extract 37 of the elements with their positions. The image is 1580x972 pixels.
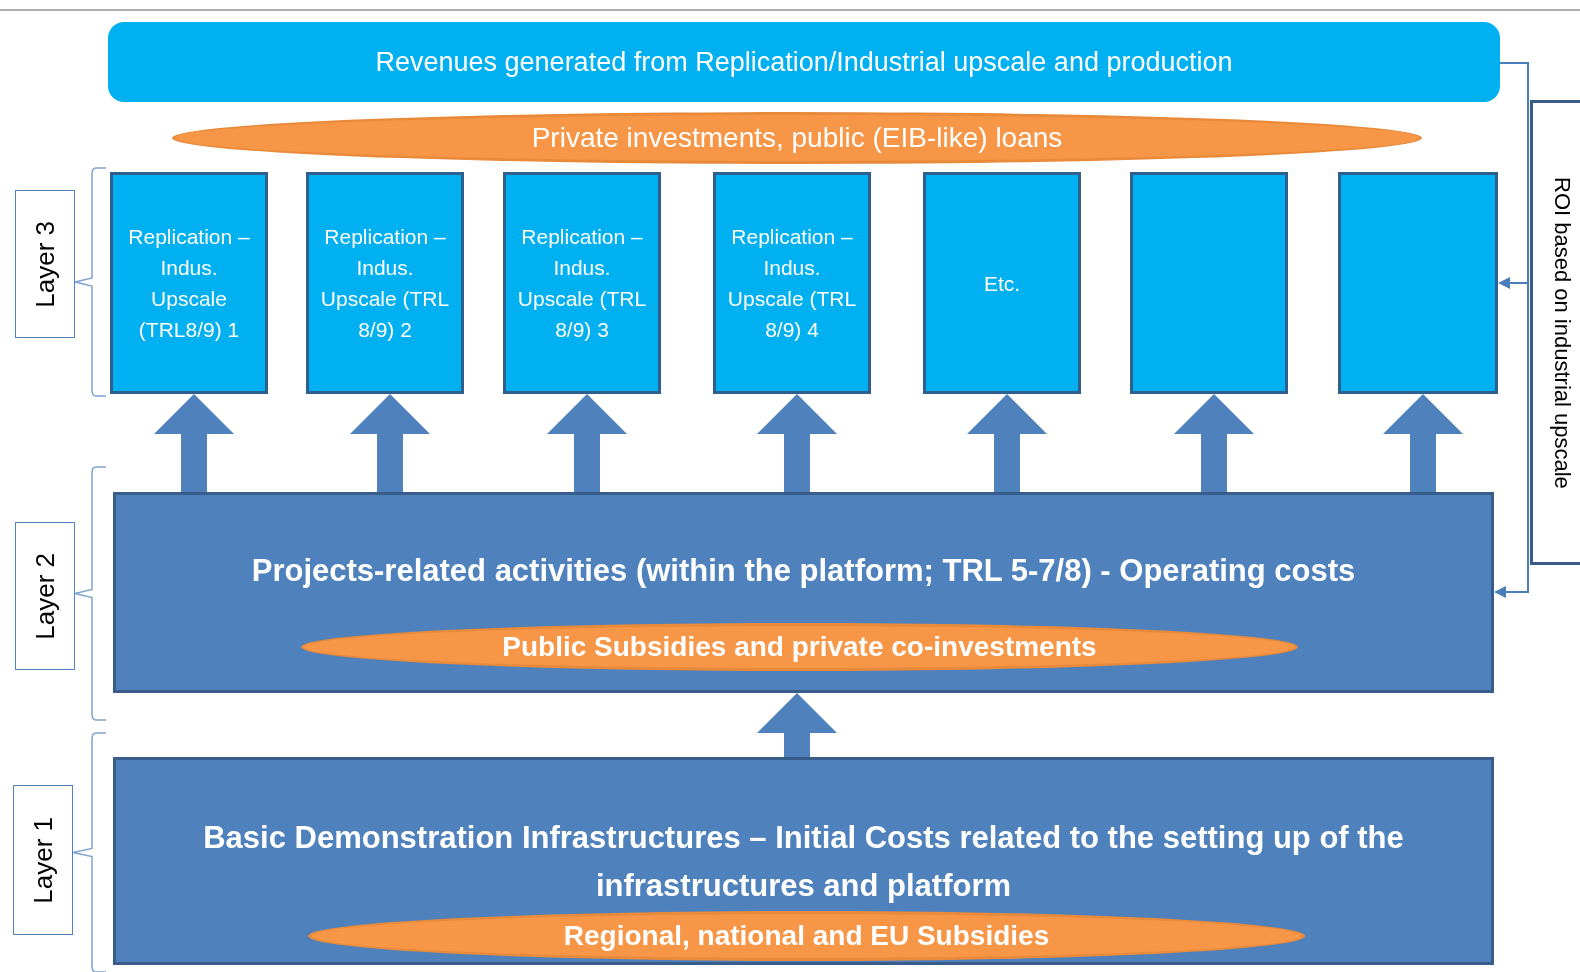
box-label: Projects-related activities (within the platform; TRL 5-7/8) - Operating costs <box>251 552 1356 590</box>
replication-box <box>1338 172 1498 394</box>
block-arrow <box>757 693 837 757</box>
layer-label-box <box>13 785 73 935</box>
block-arrow <box>757 394 837 492</box>
layer-label-box <box>15 522 75 670</box>
box-label: Replication – Indus. Upscale (TRL8/9) 1 <box>127 224 251 343</box>
box-label: Etc. <box>983 270 1021 297</box>
banner-title: Revenues generated from Replication/Industrial upscale and production <box>375 46 1233 78</box>
box-label: Replication – Indus. Upscale (TRL 8/9) 2 <box>319 224 451 343</box>
funding-label: Regional, national and EU Subsidies <box>563 919 1050 953</box>
block-arrow <box>154 394 234 492</box>
replication-box <box>503 172 661 394</box>
block-arrow <box>547 394 627 492</box>
layer-label: Layer 1 <box>27 816 59 904</box>
roi-label: ROI based on industrial upscale <box>1548 176 1575 489</box>
block-arrow <box>967 394 1047 492</box>
funding-label: Public Subsidies and private co-investments <box>502 630 1097 664</box>
layer-label: Layer 2 <box>29 552 61 640</box>
block-arrow <box>350 394 430 492</box>
box-label: Basic Demonstration Infrastructures – Initial Costs related to the setting up of the infrastructures and platform <box>202 819 1405 905</box>
funding-label: Private investments, public (EIB-like) loans <box>531 122 1063 154</box>
replication-box <box>923 172 1081 394</box>
layer-label: Layer 3 <box>29 220 61 308</box>
layer-box <box>113 757 1494 965</box>
roi-label-box <box>1530 100 1580 565</box>
box-label: Replication – Indus. Upscale (TRL 8/9) 3 <box>516 224 648 343</box>
box-label: Replication – Indus. Upscale (TRL 8/9) 4 <box>726 224 858 343</box>
replication-box <box>110 172 268 394</box>
layer-box <box>113 492 1494 693</box>
replication-box <box>1130 172 1288 394</box>
replication-box <box>306 172 464 394</box>
layer-label-box <box>15 190 75 338</box>
revenue-banner <box>108 22 1500 102</box>
block-arrow <box>1383 394 1463 492</box>
block-arrow <box>1174 394 1254 492</box>
replication-box <box>713 172 871 394</box>
